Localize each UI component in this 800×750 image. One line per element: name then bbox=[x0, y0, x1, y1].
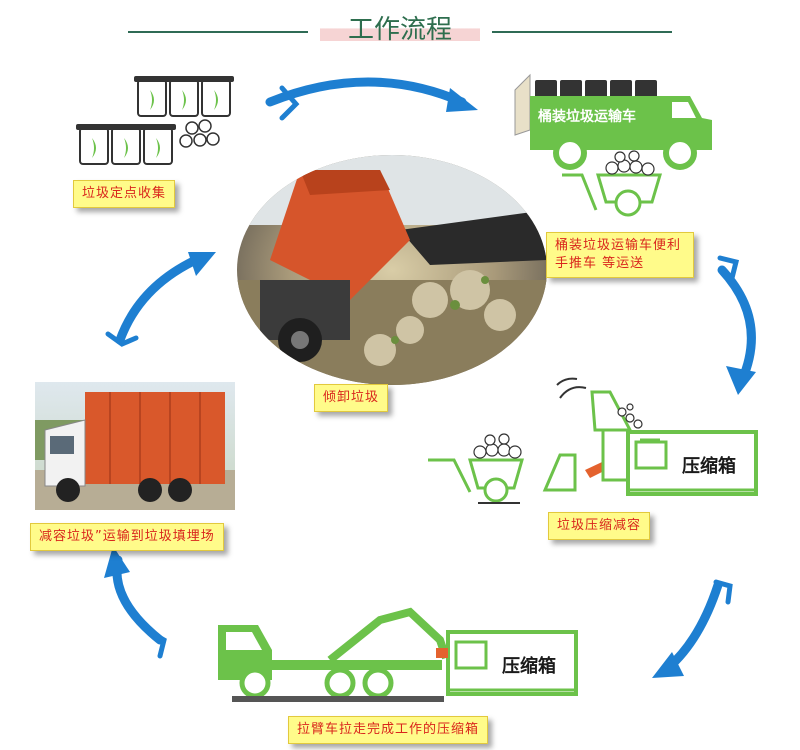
compressor-machine-icon bbox=[542, 377, 758, 496]
page-title: 工作流程 bbox=[320, 12, 480, 48]
hook-box-label: 压缩箱 bbox=[502, 656, 556, 677]
title-divider-right bbox=[492, 31, 672, 33]
step-label-collect: 垃圾定点收集 bbox=[73, 180, 176, 208]
step-label-dump: 倾卸垃圾 bbox=[314, 384, 389, 412]
landfill-truck-photo bbox=[35, 382, 235, 510]
bin-truck-icon bbox=[514, 73, 712, 170]
arrow-compress-to-hook bbox=[663, 580, 723, 673]
arrow-heads bbox=[104, 88, 756, 678]
arrow-tails bbox=[105, 85, 740, 659]
compress-box-label: 压缩箱 bbox=[682, 456, 736, 477]
arrow-landfill-to-dump bbox=[115, 253, 205, 345]
title-divider-left bbox=[128, 31, 308, 33]
arrow-truck-to-compress bbox=[717, 265, 756, 385]
step-label-hook-truck: 拉臂车拉走完成工作的压缩箱 bbox=[288, 716, 489, 744]
compressor-cart-icon bbox=[428, 433, 524, 504]
truck-sign-text: 桶装垃圾运输车 bbox=[538, 109, 636, 125]
step-label-transport: 桶装垃圾运输车便利手推车 等运送 bbox=[546, 232, 694, 278]
hook-arm-truck-icon bbox=[218, 607, 578, 702]
title-bar: 工作流程 bbox=[0, 8, 800, 48]
step-label-compress: 垃圾压缩减容 bbox=[548, 512, 651, 540]
trash-bins-icon bbox=[76, 76, 234, 165]
step-label-landfill: 减容垃圾”运输到垃圾填埋场 bbox=[30, 523, 224, 551]
hand-cart-icon bbox=[562, 150, 663, 217]
dumping-photo bbox=[237, 155, 547, 385]
arrow-collect-to-truck bbox=[265, 77, 467, 107]
